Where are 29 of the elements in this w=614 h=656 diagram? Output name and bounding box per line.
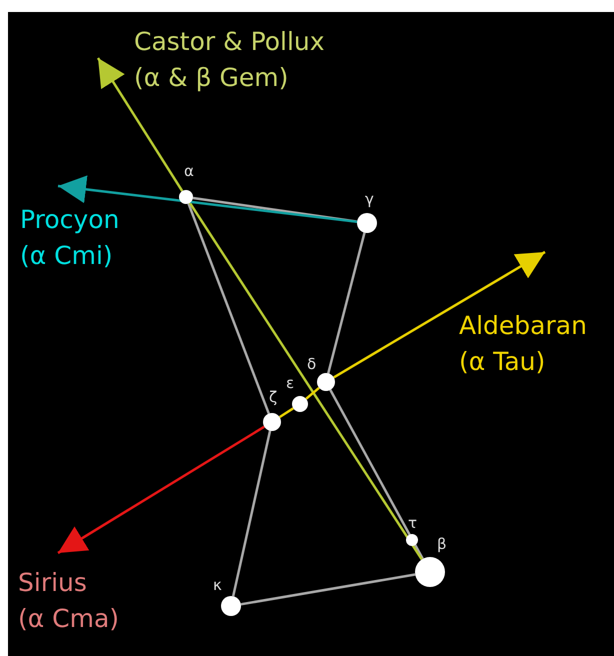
- pointer-arrow: [333, 250, 546, 378]
- pointer-arrow: [58, 175, 358, 224]
- star-name: (α & β Gem): [134, 62, 288, 94]
- star-name: Procyon: [20, 204, 120, 236]
- constellation-line: [188, 202, 423, 560]
- star-letter: κ: [213, 576, 222, 594]
- constellation-line: [327, 232, 366, 374]
- constellation-line: [305, 386, 320, 400]
- star-letter: α: [184, 162, 194, 180]
- constellation-line: [187, 203, 270, 414]
- constellation-line: [192, 196, 358, 223]
- constellation-line: [232, 430, 272, 597]
- constellation-line: [240, 573, 416, 606]
- pointer-arrow: [57, 426, 265, 554]
- star-name: (α Cma): [18, 603, 120, 635]
- star-name: Sirius: [18, 567, 87, 599]
- star-letter: ζ: [269, 388, 278, 406]
- star-letter: γ: [365, 190, 374, 208]
- star-letter: δ: [307, 355, 316, 373]
- star-name: Aldebaran: [459, 310, 587, 342]
- star-letter: τ: [408, 514, 418, 532]
- pointer-arrow: [96, 57, 184, 192]
- star-letter: β: [437, 535, 447, 553]
- constellation-line: [278, 407, 294, 418]
- star-name: (α Cmi): [20, 240, 113, 272]
- star-name: Castor & Pollux: [134, 26, 325, 58]
- star-name: (α Tau): [459, 346, 546, 378]
- star-letter: ε: [286, 374, 294, 392]
- constellation-line: [329, 389, 424, 560]
